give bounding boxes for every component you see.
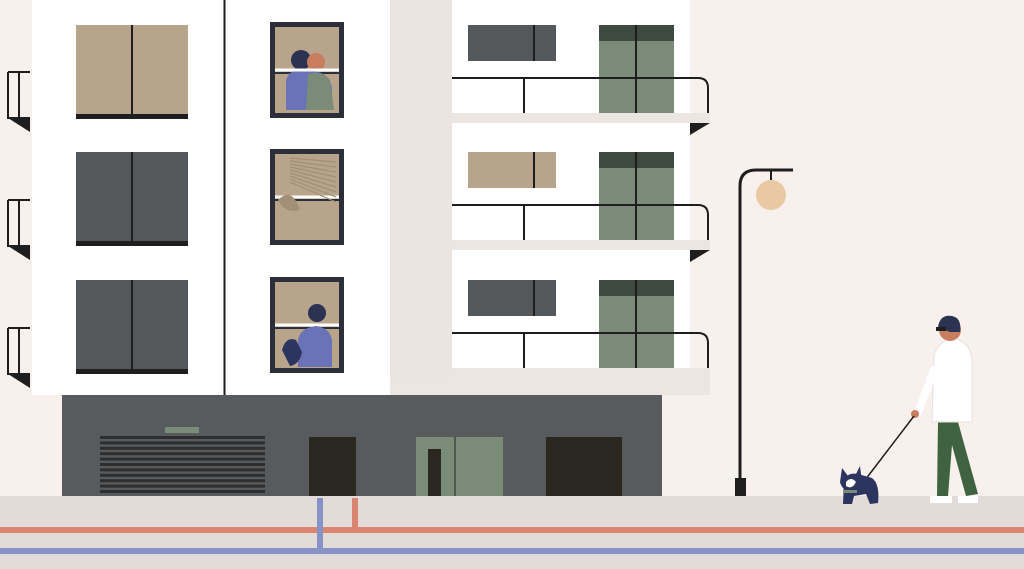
shutter-slat — [100, 446, 265, 450]
person-arm — [914, 366, 938, 416]
shutter-slat — [100, 490, 265, 493]
palm-frond — [289, 166, 337, 178]
palm-frond — [289, 160, 337, 168]
palm-frond — [289, 157, 337, 163]
window-sill — [76, 114, 188, 119]
pet-dog — [282, 339, 302, 366]
left-window-column — [76, 25, 188, 374]
building-recessed-section — [390, 0, 452, 395]
monstera-leaf — [278, 194, 300, 211]
dog-collar — [843, 490, 857, 493]
pipe-red-horizontal — [0, 527, 1024, 533]
vent-sign — [165, 427, 199, 433]
pipe-blue-horizontal — [0, 548, 1024, 554]
dog-icon — [840, 466, 879, 504]
person-shoe — [958, 496, 978, 503]
person-icon — [861, 315, 978, 503]
pipe-blue-vertical — [317, 498, 323, 550]
dog-leash — [861, 415, 915, 485]
person-legs — [937, 422, 978, 496]
lamp-base — [735, 478, 746, 496]
small-window — [468, 25, 556, 61]
palm-frond — [289, 163, 337, 173]
street-lamp-icon — [735, 168, 793, 496]
person-hugging-green — [306, 72, 334, 110]
balcony-support — [690, 123, 710, 135]
small-window — [468, 152, 556, 188]
balcony-slab — [452, 368, 710, 378]
lamp-globe — [756, 180, 786, 210]
palm-frond — [289, 181, 337, 203]
ground-floor-details — [100, 427, 622, 496]
palm-frond — [289, 172, 337, 188]
shutter-slat — [100, 452, 265, 456]
balcony-railing — [452, 332, 709, 368]
lamp-pole — [738, 168, 793, 482]
shutter-slat — [100, 473, 265, 477]
shutter-slat — [100, 457, 265, 461]
window-sill — [76, 241, 188, 246]
balcony-slab — [452, 240, 710, 250]
shutter-slat — [100, 436, 265, 439]
balcony-support — [690, 250, 710, 262]
underground-pipes — [0, 498, 1024, 554]
palm-frond — [289, 175, 337, 193]
balcony-railing — [452, 77, 709, 113]
shutter-slat — [100, 441, 265, 445]
window-sill — [76, 369, 188, 374]
head-skin — [307, 53, 325, 71]
person-sunglasses — [936, 327, 946, 331]
person-body — [298, 326, 332, 367]
person-hand — [911, 410, 919, 418]
dog-face-marking — [846, 479, 856, 488]
shutter-slat — [100, 463, 265, 466]
shutter-slat — [100, 479, 265, 483]
door — [309, 437, 356, 496]
palm-leaf-icon — [278, 157, 337, 211]
middle-window-column — [270, 22, 344, 373]
side-balcony-brackets — [7, 71, 30, 388]
palm-frond — [289, 169, 337, 183]
head-hair — [291, 50, 311, 70]
garage-door — [546, 437, 622, 496]
building-ledge — [390, 378, 710, 395]
bracket-support — [8, 374, 30, 388]
balcony-railing — [452, 204, 709, 240]
small-window — [468, 280, 556, 316]
head-hair — [308, 304, 326, 322]
pipe-red-vertical — [352, 498, 358, 530]
bracket-support — [8, 118, 30, 132]
palm-frond — [289, 178, 337, 198]
door-handle-panel — [428, 449, 441, 496]
shutter-slat — [100, 468, 265, 472]
balcony-slab — [452, 113, 710, 123]
shutter-slat — [100, 484, 265, 488]
person-coat — [931, 337, 973, 423]
person-shoe — [930, 496, 952, 503]
bracket-support — [8, 246, 30, 260]
